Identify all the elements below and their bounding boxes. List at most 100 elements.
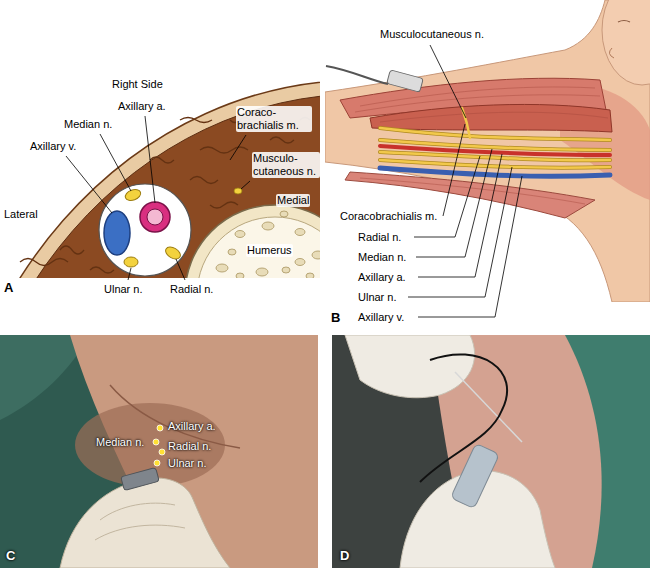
- humerus-bone: [312, 251, 320, 259]
- structure-label: Axillary a.: [118, 100, 166, 113]
- humerus-bone: [282, 267, 290, 273]
- humerus-bone: [295, 229, 305, 236]
- nerve-marker: [159, 449, 165, 455]
- cross-section: [0, 80, 320, 278]
- panel-letter: C: [6, 548, 15, 563]
- structure-label: Coraco- brachialis m.: [236, 106, 312, 132]
- nerve-marker: [153, 425, 165, 466]
- structure-label: Musculo- cutaneous n.: [252, 152, 320, 178]
- photo-surface-anatomy: [0, 335, 318, 568]
- structure-label: Axillary v.: [358, 311, 404, 324]
- leader-line: [443, 124, 465, 216]
- humerus-bone: [236, 273, 244, 278]
- muscle-texture: [60, 246, 84, 254]
- photo-procedure: [332, 335, 650, 568]
- panel-letter: B: [331, 310, 340, 325]
- artery-lumen: [147, 209, 163, 225]
- nerves-and-vessels: [380, 152, 610, 160]
- muscle-texture: [180, 118, 212, 123]
- skin: [325, 0, 650, 302]
- leader-line: [145, 116, 155, 203]
- leader-line: [408, 45, 522, 317]
- median-nerve: [124, 188, 142, 203]
- musculocutaneous-nerve: [234, 188, 242, 194]
- structure-label: Median n.: [358, 251, 406, 264]
- humerus-bone: [295, 259, 305, 266]
- structure-label: Radial n.: [358, 231, 401, 244]
- leader-line: [416, 149, 492, 257]
- photo-surface-anatomy: [95, 503, 185, 540]
- structure-label: Ulnar n.: [104, 283, 143, 296]
- humerus-bone: [216, 264, 228, 272]
- skin-band: [0, 80, 320, 278]
- ultrasound-probe: [121, 468, 159, 491]
- leader-line: [230, 135, 246, 160]
- structure-label: Axillary a.: [358, 271, 406, 284]
- humerus-bone: [235, 231, 245, 238]
- structure-label: Axillary a.: [168, 420, 216, 433]
- photo-surface-anatomy: [0, 335, 318, 568]
- gloved-hand: [345, 335, 475, 398]
- nerve-marker: [153, 439, 159, 445]
- leader-line: [408, 167, 512, 297]
- orientation-label: Medial: [276, 194, 310, 207]
- orientation-label: Right Side: [112, 78, 163, 91]
- muscle-texture: [190, 177, 218, 184]
- muscle-region: [0, 94, 320, 278]
- structure-label: Humerus: [246, 244, 293, 257]
- nerve-marker: [157, 425, 163, 431]
- nerve-marker: [154, 460, 160, 466]
- nerves-and-vessels: [380, 152, 610, 160]
- coracobrachialis-muscle: [370, 104, 612, 132]
- ultrasound-probe: [326, 66, 388, 84]
- leader-line: [418, 176, 522, 317]
- leader-line: [430, 45, 466, 118]
- structure-label: Radial n.: [170, 283, 213, 296]
- muscle-texture: [200, 147, 248, 153]
- leader-line: [66, 156, 112, 213]
- structure-label: Axillary v.: [30, 140, 76, 153]
- panel-letter: A: [4, 280, 13, 295]
- muscle-texture: [20, 259, 68, 266]
- leader-line: [66, 116, 250, 280]
- eye: [618, 21, 630, 23]
- muscle-texture: [210, 202, 238, 208]
- needle: [455, 372, 522, 442]
- nerves-and-vessels: [380, 160, 610, 168]
- leader-line: [100, 134, 131, 191]
- ulnar-nerve: [124, 257, 138, 267]
- arm-illustration: [325, 0, 650, 302]
- leader-line: [176, 259, 185, 280]
- nerves-and-vessels: [380, 168, 610, 176]
- humerus-bone: [216, 211, 320, 278]
- nerves-and-vessels: [380, 108, 610, 176]
- structure-label: Radial n.: [168, 440, 211, 453]
- humerus-bone: [185, 205, 320, 278]
- radial-nerve: [164, 245, 183, 262]
- structure-label: Median n.: [96, 436, 144, 449]
- ultrasound-probe: [387, 70, 423, 92]
- photo-procedure: [332, 335, 650, 568]
- muscle-striation: [380, 112, 608, 122]
- structure-label: Median n.: [64, 118, 112, 131]
- muscle-striation: [360, 87, 595, 106]
- muscle-striation: [360, 178, 585, 204]
- humerus-bone: [306, 273, 314, 278]
- axillary-artery: [140, 202, 170, 232]
- muscle-striation: [355, 95, 600, 112]
- axillary-vein: [104, 211, 130, 255]
- nose: [609, 48, 614, 58]
- ultrasound-probe: [326, 66, 423, 92]
- structure-label: Coracobrachialis m.: [340, 210, 437, 223]
- leader-line: [241, 181, 250, 189]
- orientation-label: Lateral: [4, 208, 38, 221]
- structure-label: Ulnar n.: [168, 457, 207, 470]
- leader-line: [128, 268, 131, 280]
- nerves-and-vessels: [380, 128, 610, 140]
- panel-letter: D: [340, 548, 349, 563]
- humerus-bone: [256, 268, 268, 276]
- structure-label: Ulnar n.: [358, 291, 397, 304]
- humerus-bone: [228, 249, 236, 255]
